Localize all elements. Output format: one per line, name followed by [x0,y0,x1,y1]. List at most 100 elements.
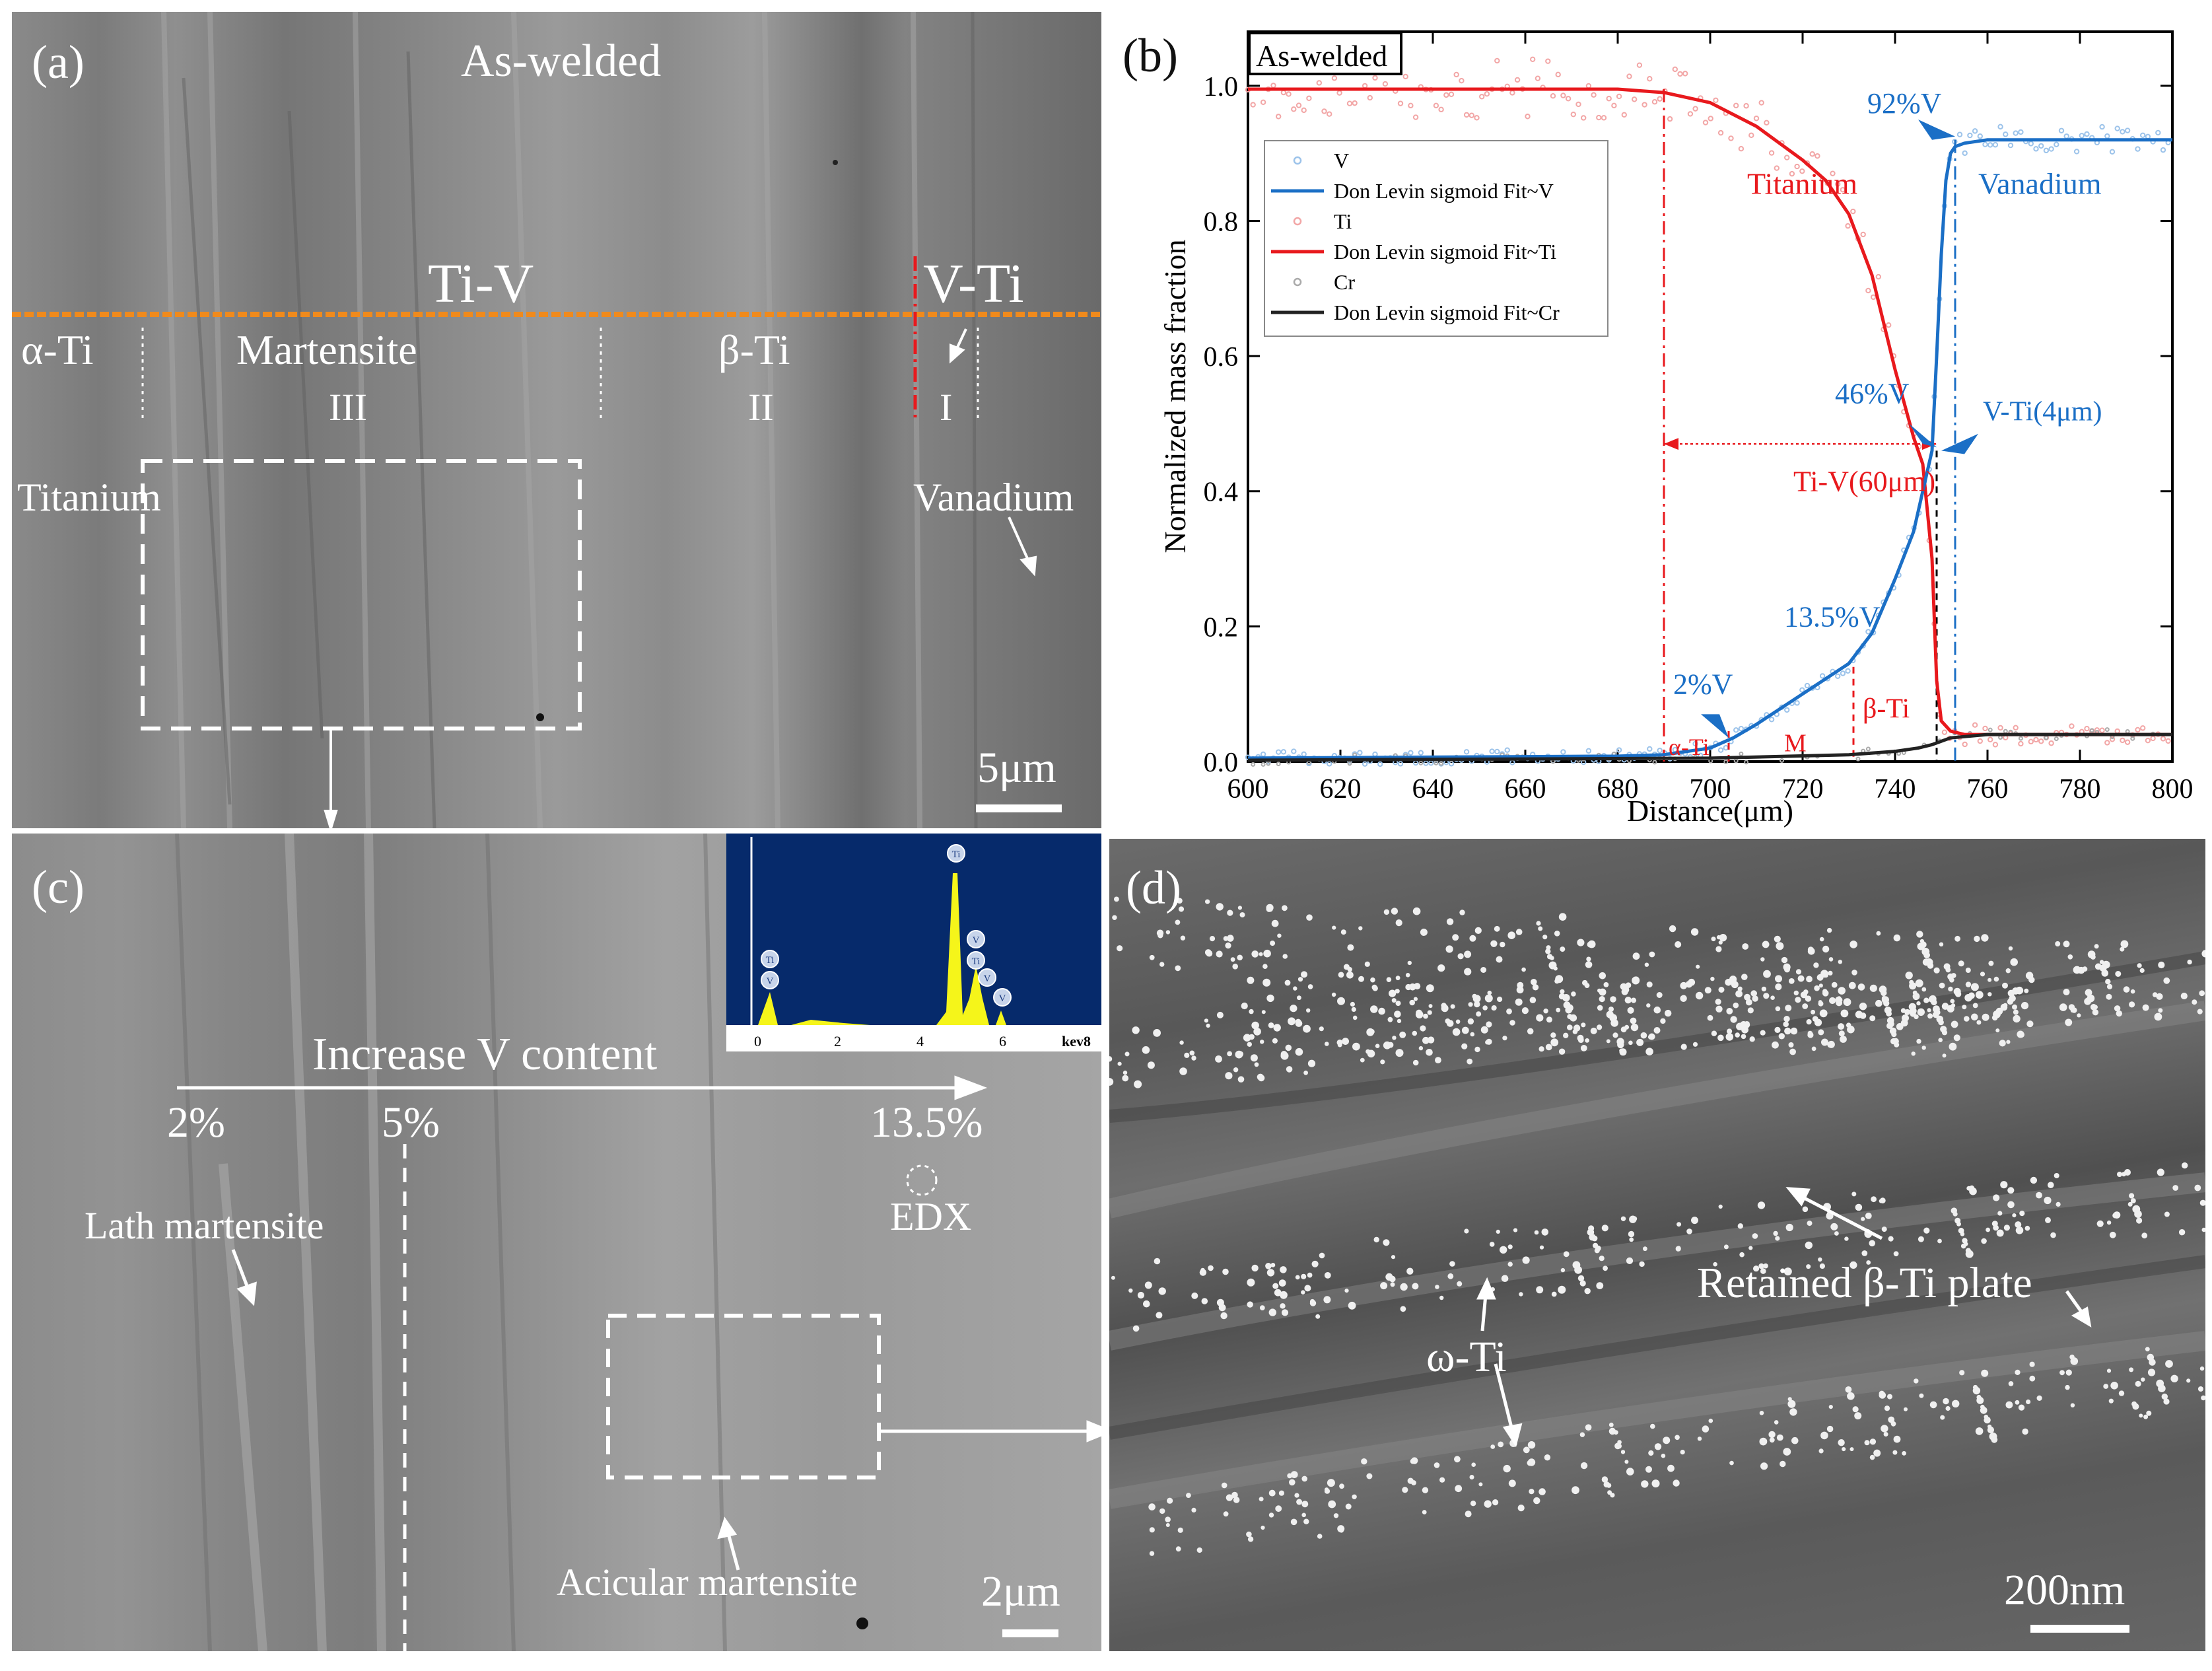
annotation-alpha: α-Ti [1669,734,1710,760]
omega-precipitate [1814,985,1820,991]
ti-data-point [1972,722,1978,728]
omega-precipitate [1975,991,1984,999]
omega-precipitate [1918,1236,1924,1242]
omega-precipitate [1271,919,1279,927]
sem-texture-d [1109,896,2205,1633]
v-data-point [2135,146,2141,152]
omega-precipitate [1585,1424,1592,1431]
omega-precipitate [1838,1030,1845,1037]
omega-precipitate [1412,1283,1419,1290]
omega-precipitate [2094,963,2102,970]
omega-precipitate [1650,1423,1655,1429]
omega-precipitate [1783,1267,1792,1276]
label-increase-v: Increase V content [312,1029,658,1080]
cr-data-point [1744,760,1749,765]
omega-precipitate [1888,1416,1895,1423]
omega-precipitate [1304,1285,1311,1292]
omega-precipitate [2154,1013,2162,1021]
omega-precipitate [1663,1437,1671,1444]
ti-data-point [1677,71,1683,77]
omega-precipitate [2118,1390,2125,1396]
omega-precipitate [1819,1009,1828,1018]
omega-precipitate [2010,958,2018,966]
omega-precipitate [1529,997,1537,1003]
omega-precipitate [1259,1305,1265,1310]
ti-data-point [1738,145,1745,152]
pointer-92 [1918,120,1955,140]
omega-precipitate [2000,1181,2008,1189]
omega-precipitate [1426,984,1434,993]
omega-precipitate [1295,1020,1303,1027]
v-data-point [1276,749,1282,755]
v-data-point [1448,761,1455,767]
omega-precipitate [1268,1489,1276,1497]
omega-precipitate [1445,1018,1451,1024]
omega-precipitate [1165,930,1171,935]
omega-precipitate [1879,1199,1883,1203]
omega-precipitate [1811,1009,1816,1014]
label-edx: EDX [890,1195,972,1238]
omega-precipitate [1154,1258,1161,1265]
omega-precipitate [1380,1059,1385,1065]
omega-precipitate [1548,961,1557,970]
omega-precipitate [1795,969,1802,975]
v-data-point [2063,133,2069,139]
omega-precipitate [1546,954,1553,960]
ti-data-point [1453,71,1459,78]
y-tick-label: 0.6 [1204,342,1239,373]
omega-precipitate [1773,1230,1778,1236]
omega-precipitate [1919,1393,1924,1398]
omega-precipitate [1474,1001,1480,1008]
omega-precipitate [2045,1217,2051,1223]
omega-precipitate [1307,1059,1316,1067]
label-5-percent: 5% [382,1098,440,1147]
omega-precipitate [1227,909,1233,916]
omega-precipitate [1317,1534,1323,1539]
omega-precipitate [1953,1211,1958,1217]
v-data-point [1327,761,1332,767]
omega-precipitate [1775,1006,1781,1012]
omega-precipitate [1387,1016,1393,1022]
panel-label-c: (c) [32,861,85,913]
omega-precipitate [2070,1403,2075,1407]
omega-precipitate [1407,960,1412,966]
omega-precipitate [1859,1003,1867,1011]
omega-precipitate [1280,1051,1289,1060]
label-lath-martensite: Lath martensite [85,1204,324,1247]
omega-precipitate [1536,1286,1544,1294]
ti-data-point [1469,112,1474,118]
v-data-point [2007,142,2014,149]
omega-precipitate [1715,946,1722,952]
omega-precipitate [1503,1464,1511,1473]
ti-data-point [1474,115,1480,121]
omega-precipitate [2120,940,2129,948]
omega-precipitate [1418,1046,1424,1051]
omega-precipitate [2106,1220,2112,1225]
omega-precipitate [1391,1255,1396,1260]
omega-precipitate [1358,976,1364,982]
omega-precipitate [1216,1011,1224,1018]
omega-precipitate [1558,1285,1566,1294]
omega-precipitate [1303,1518,1309,1524]
omega-precipitate [1538,926,1543,931]
omega-precipitate [1608,1422,1614,1427]
omega-precipitate [1265,1263,1272,1269]
x-tick-label: 600 [1227,774,1269,804]
v-data-point [1301,751,1307,758]
edx-peak-label: Ti [972,956,981,967]
omega-precipitate [2007,1187,2015,1194]
label-2-percent: 2% [167,1098,225,1147]
omega-precipitate [1744,993,1751,1001]
v-data-point [1962,150,1968,157]
omega-precipitate [1409,999,1415,1006]
omega-precipitate [1546,1016,1552,1023]
omega-precipitate [1527,1460,1533,1466]
omega-precipitate [1577,939,1585,946]
ti-data-point [1692,106,1698,112]
ti-data-point [1835,181,1841,187]
omega-precipitate [1465,1511,1472,1518]
omega-precipitate [2013,1009,2019,1015]
v-data-point [1657,748,1663,754]
omega-precipitate [2096,1220,2104,1227]
